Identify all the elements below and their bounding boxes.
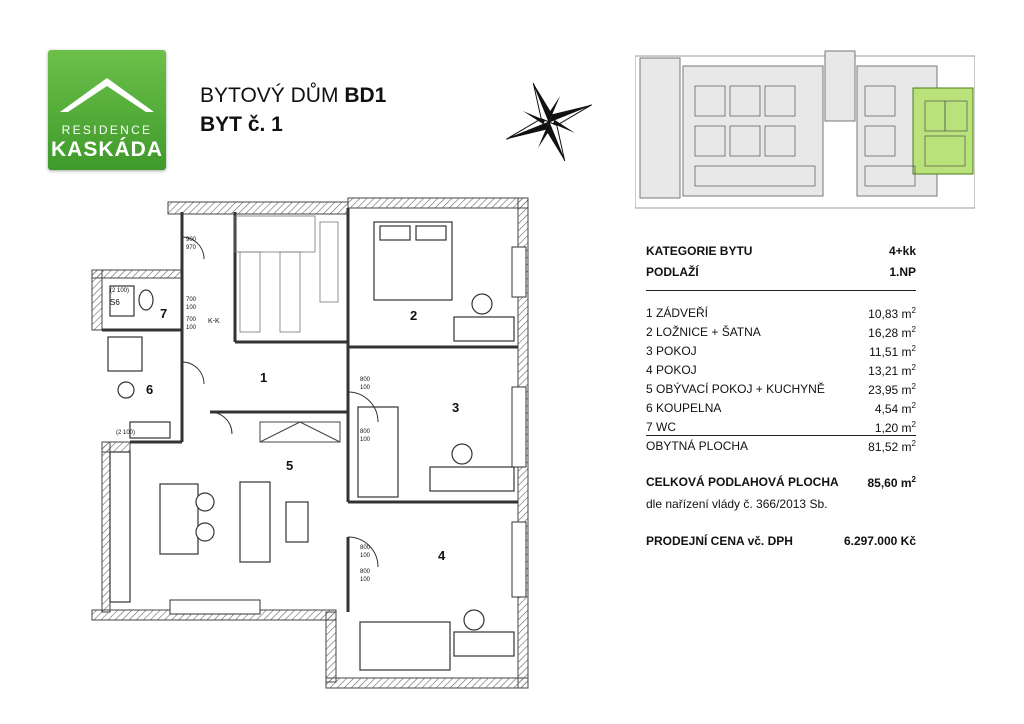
building-title: BYTOVÝ DŮM BD1 — [200, 84, 387, 107]
unit-title: BYT č. 1 — [200, 113, 283, 136]
room-row: 6 KOUPELNA 4,54 m2 — [646, 401, 916, 416]
room-row: 2 LOŽNICE + ŠATNA 16,28 m2 — [646, 325, 916, 340]
room-row: 3 POKOJ 11,51 m2 — [646, 344, 916, 359]
room-row: 5 OBÝVACÍ POKOJ + KUCHYNĚ 23,95 m2 — [646, 382, 916, 397]
room-row: 4 POKOJ 13,21 m2 — [646, 363, 916, 378]
room-label-1: 1 — [260, 370, 268, 385]
tag-s6: S6 — [110, 298, 120, 307]
room-label-4: 4 — [438, 548, 446, 563]
divider — [646, 290, 916, 291]
logo-line1: RESIDENCE — [61, 123, 153, 137]
room-label-7: 7 — [160, 306, 168, 321]
divider — [646, 435, 916, 436]
room-label-5: 5 — [286, 458, 294, 473]
site-plan-drawing — [634, 50, 976, 209]
roof-icon — [60, 78, 154, 112]
residence-kaskada-logo: RESIDENCE KASKÁDA — [48, 50, 166, 170]
total-area-row: CELKOVÁ PODLAHOVÁ PLOCHA 85,60 m2 — [646, 475, 916, 490]
compass-rose-icon — [506, 82, 592, 162]
regulation-note: dle nařízení vlády č. 366/2013 Sb. — [646, 497, 828, 511]
room-label-2: 2 — [410, 308, 418, 323]
building-site-plan — [634, 46, 976, 223]
living-area-row: OBYTNÁ PLOCHA 81,52 m2 — [646, 439, 916, 454]
tag-height: (2 100) — [110, 288, 130, 294]
room-label-6: 6 — [146, 382, 154, 397]
room-row: 1 ZÁDVEŘÍ 10,83 m2 — [646, 306, 916, 321]
logo-line2: KASKÁDA — [51, 138, 163, 161]
room-label-3: 3 — [452, 400, 460, 415]
tag-kk: K-K — [208, 318, 220, 325]
room-row: 7 WC 1,20 m2 — [646, 420, 916, 435]
tag-height: (2 100) — [116, 430, 136, 436]
floor-plan-drawing — [91, 197, 529, 689]
